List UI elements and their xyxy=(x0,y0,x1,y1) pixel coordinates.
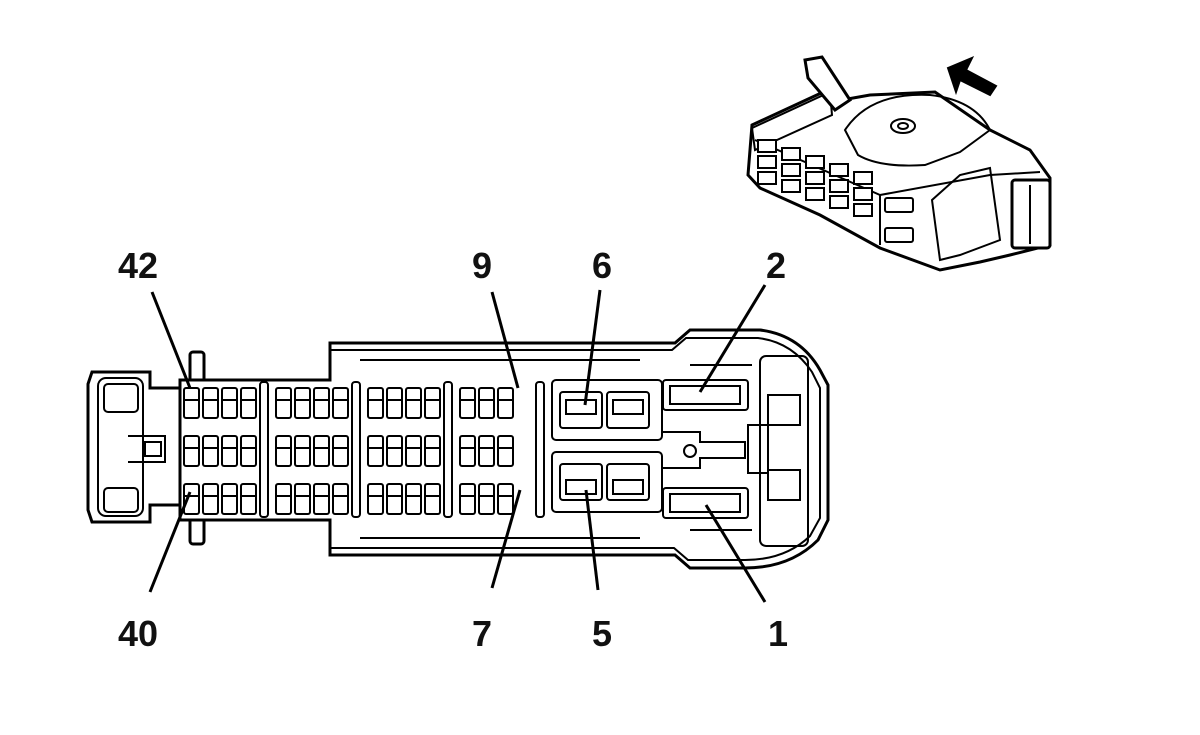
pin-cavity xyxy=(367,483,384,515)
pin-cavity xyxy=(313,435,330,467)
pin-cavity xyxy=(202,435,219,467)
pin-cavity xyxy=(386,387,403,419)
iso-pin-cavity xyxy=(781,163,801,177)
pin-cavity xyxy=(183,483,200,515)
pin-cavity xyxy=(405,483,422,515)
iso-pin-grid xyxy=(757,139,873,217)
pin-cavity xyxy=(367,435,384,467)
pin-cavity xyxy=(405,435,422,467)
pin-cavity xyxy=(424,435,441,467)
iso-pin-cavity xyxy=(805,187,825,201)
iso-pin-cavity xyxy=(757,171,777,185)
iso-pin-cavity xyxy=(829,179,849,193)
iso-pin-cavity xyxy=(853,171,873,185)
iso-pin-cavity xyxy=(805,155,825,169)
pin-cavity xyxy=(386,435,403,467)
pin-cavity xyxy=(294,387,311,419)
pin-label-5: 5 xyxy=(592,613,612,654)
grid-divider xyxy=(443,381,453,518)
pin-cavity xyxy=(313,387,330,419)
pin-cavity xyxy=(367,387,384,419)
pin-cavity xyxy=(202,387,219,419)
connector-left-latch xyxy=(86,370,192,524)
pin-label-9: 9 xyxy=(472,245,492,286)
pin-label-40: 40 xyxy=(118,613,158,654)
iso-pin-cavity xyxy=(805,171,825,185)
iso-pin-cavity xyxy=(829,163,849,177)
pin-label-1: 1 xyxy=(768,613,788,654)
iso-pin-cavity xyxy=(757,139,777,153)
iso-pin-cavity xyxy=(853,187,873,201)
cavity-block-5 xyxy=(551,451,663,513)
pin-cavity xyxy=(275,435,292,467)
pin-cavity xyxy=(275,483,292,515)
pin-cavity xyxy=(459,387,476,419)
pin-cavity xyxy=(478,435,495,467)
pin-cavity xyxy=(424,387,441,419)
pin-cavity xyxy=(459,483,476,515)
pin-cavity xyxy=(497,387,514,419)
pin-cavity xyxy=(386,483,403,515)
iso-pin-cavity xyxy=(757,155,777,169)
latch-frame xyxy=(97,377,144,517)
pin-cavity xyxy=(240,387,257,419)
pin-label-6: 6 xyxy=(592,245,612,286)
pin-cavity xyxy=(221,387,238,419)
pin-cavity xyxy=(183,435,200,467)
grid-divider xyxy=(351,381,361,518)
pin-cavity xyxy=(497,483,514,515)
pin-cavity xyxy=(478,387,495,419)
pin-cavity xyxy=(240,435,257,467)
connector-isometric-view xyxy=(746,55,1052,272)
pin-cavity xyxy=(240,483,257,515)
pin-label-7: 7 xyxy=(472,613,492,654)
arrow-up-left-icon xyxy=(946,56,998,97)
pin-cavity xyxy=(202,483,219,515)
small-pin-grid xyxy=(183,381,545,518)
pin-cavity xyxy=(332,435,349,467)
pin-label-2: 2 xyxy=(766,245,786,286)
pin-cavity xyxy=(221,483,238,515)
pin-cavity xyxy=(183,387,200,419)
grid-divider xyxy=(259,381,269,518)
pin-cavity xyxy=(313,483,330,515)
pin-cavity xyxy=(275,387,292,419)
pin-cavity xyxy=(478,483,495,515)
pin-cavity xyxy=(294,483,311,515)
pin-callouts: 42 40 9 7 6 5 2 1 xyxy=(118,245,788,654)
cavity-block-6 xyxy=(551,379,663,441)
pin-cavity xyxy=(497,435,514,467)
pin-cavity xyxy=(332,387,349,419)
pin-cavity xyxy=(221,435,238,467)
iso-pin-cavity xyxy=(829,195,849,209)
iso-pin-cavity xyxy=(781,147,801,161)
grid-divider xyxy=(535,381,545,518)
terminal-1 xyxy=(662,487,749,519)
pin-cavity xyxy=(332,483,349,515)
pin-cavity xyxy=(294,435,311,467)
pin-label-42: 42 xyxy=(118,245,158,286)
pin-cavity xyxy=(405,387,422,419)
pin-cavity xyxy=(459,435,476,467)
iso-pin-cavity xyxy=(781,179,801,193)
pin-cavity xyxy=(424,483,441,515)
iso-pin-cavity xyxy=(853,203,873,217)
